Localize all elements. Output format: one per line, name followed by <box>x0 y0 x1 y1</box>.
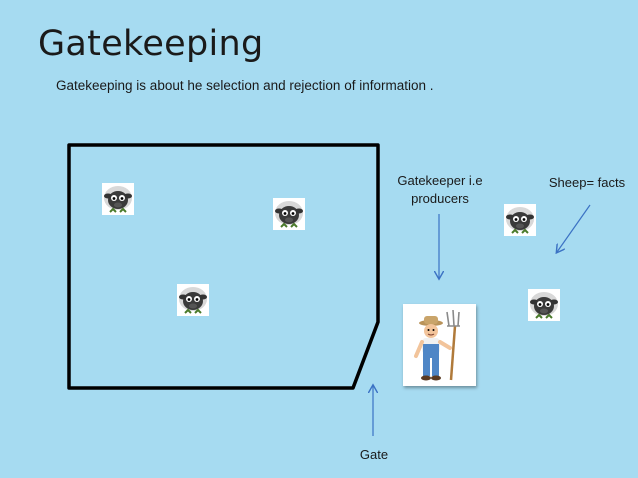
gatekeeper-label-line1: Gatekeeper i.e <box>397 173 483 188</box>
sheep-facts-arrow <box>557 204 591 252</box>
sheep-icon <box>177 284 209 316</box>
gatekeeper-label-line2: producers <box>411 191 469 206</box>
sheep-icon <box>504 204 536 236</box>
sheep-icon <box>528 289 560 321</box>
pen-outline <box>67 143 380 390</box>
gate-label: Gate <box>359 447 389 462</box>
slide-subtitle: Gatekeeping is about he selection and re… <box>56 78 434 93</box>
farmer-with-pitchfork-icon <box>414 309 460 381</box>
sheep-icon <box>102 183 134 215</box>
gatekeeper-label: Gatekeeper i.e producers <box>386 172 494 208</box>
slide-title: Gatekeeping <box>38 24 264 64</box>
sheep-icon <box>273 198 305 230</box>
sheep-facts-label: Sheep= facts <box>548 175 626 190</box>
gatekeeper-farmer-image <box>403 304 476 386</box>
